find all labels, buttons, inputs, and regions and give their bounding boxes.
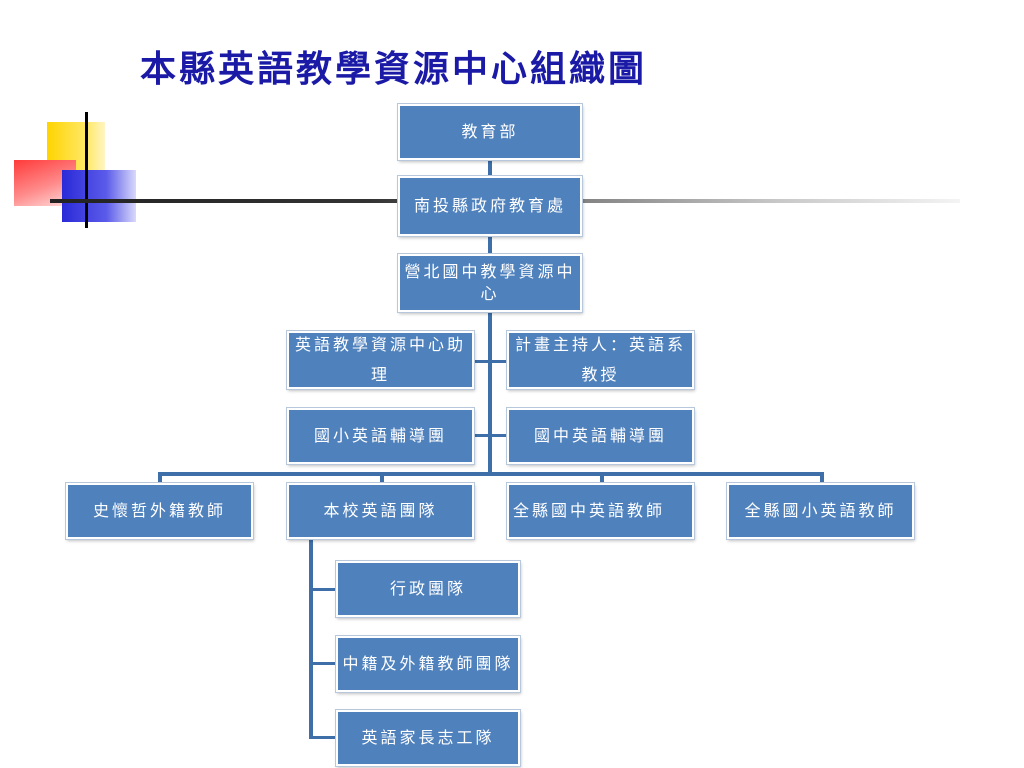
node-resource-center: 營北國中教學資源中心 [398,254,582,312]
connector [488,236,492,256]
node-foreign-teacher: 史懷哲外籍教師 [66,483,253,539]
connector [309,588,339,591]
node-elementary-team: 國小英語輔導團 [287,408,474,464]
node-county-elementary-teachers: 全縣國小英語教師 [727,483,914,539]
connector [820,472,824,486]
decor-vertical-bar [85,112,88,228]
connector [309,736,339,739]
connector [380,472,384,486]
node-moe: 教育部 [398,104,582,160]
connector [309,662,339,665]
node-county-bureau: 南投縣政府教育處 [398,176,582,236]
connector [488,312,492,474]
node-local-foreign-teacher-team: 中籍及外籍教師團隊 [336,636,520,692]
connector [309,540,313,738]
connector [158,472,824,476]
node-admin-team: 行政團隊 [336,561,520,617]
connector [600,472,604,486]
node-junior-team: 國中英語輔導團 [507,408,694,464]
connector [488,158,492,178]
node-center-assistant: 英語教學資源中心助理 [287,331,474,389]
node-county-junior-teachers: 全縣國中英語教師 [507,483,694,539]
node-parent-volunteer-team: 英語家長志工隊 [336,710,520,766]
connector [158,472,162,486]
connector [472,360,508,363]
page-title: 本縣英語教學資源中心組織圖 [140,48,648,90]
node-project-host: 計畫主持人：英語系教授 [507,331,694,389]
node-school-english-team: 本校英語團隊 [287,483,474,539]
connector [472,434,508,437]
decor-blue-square [62,170,136,222]
